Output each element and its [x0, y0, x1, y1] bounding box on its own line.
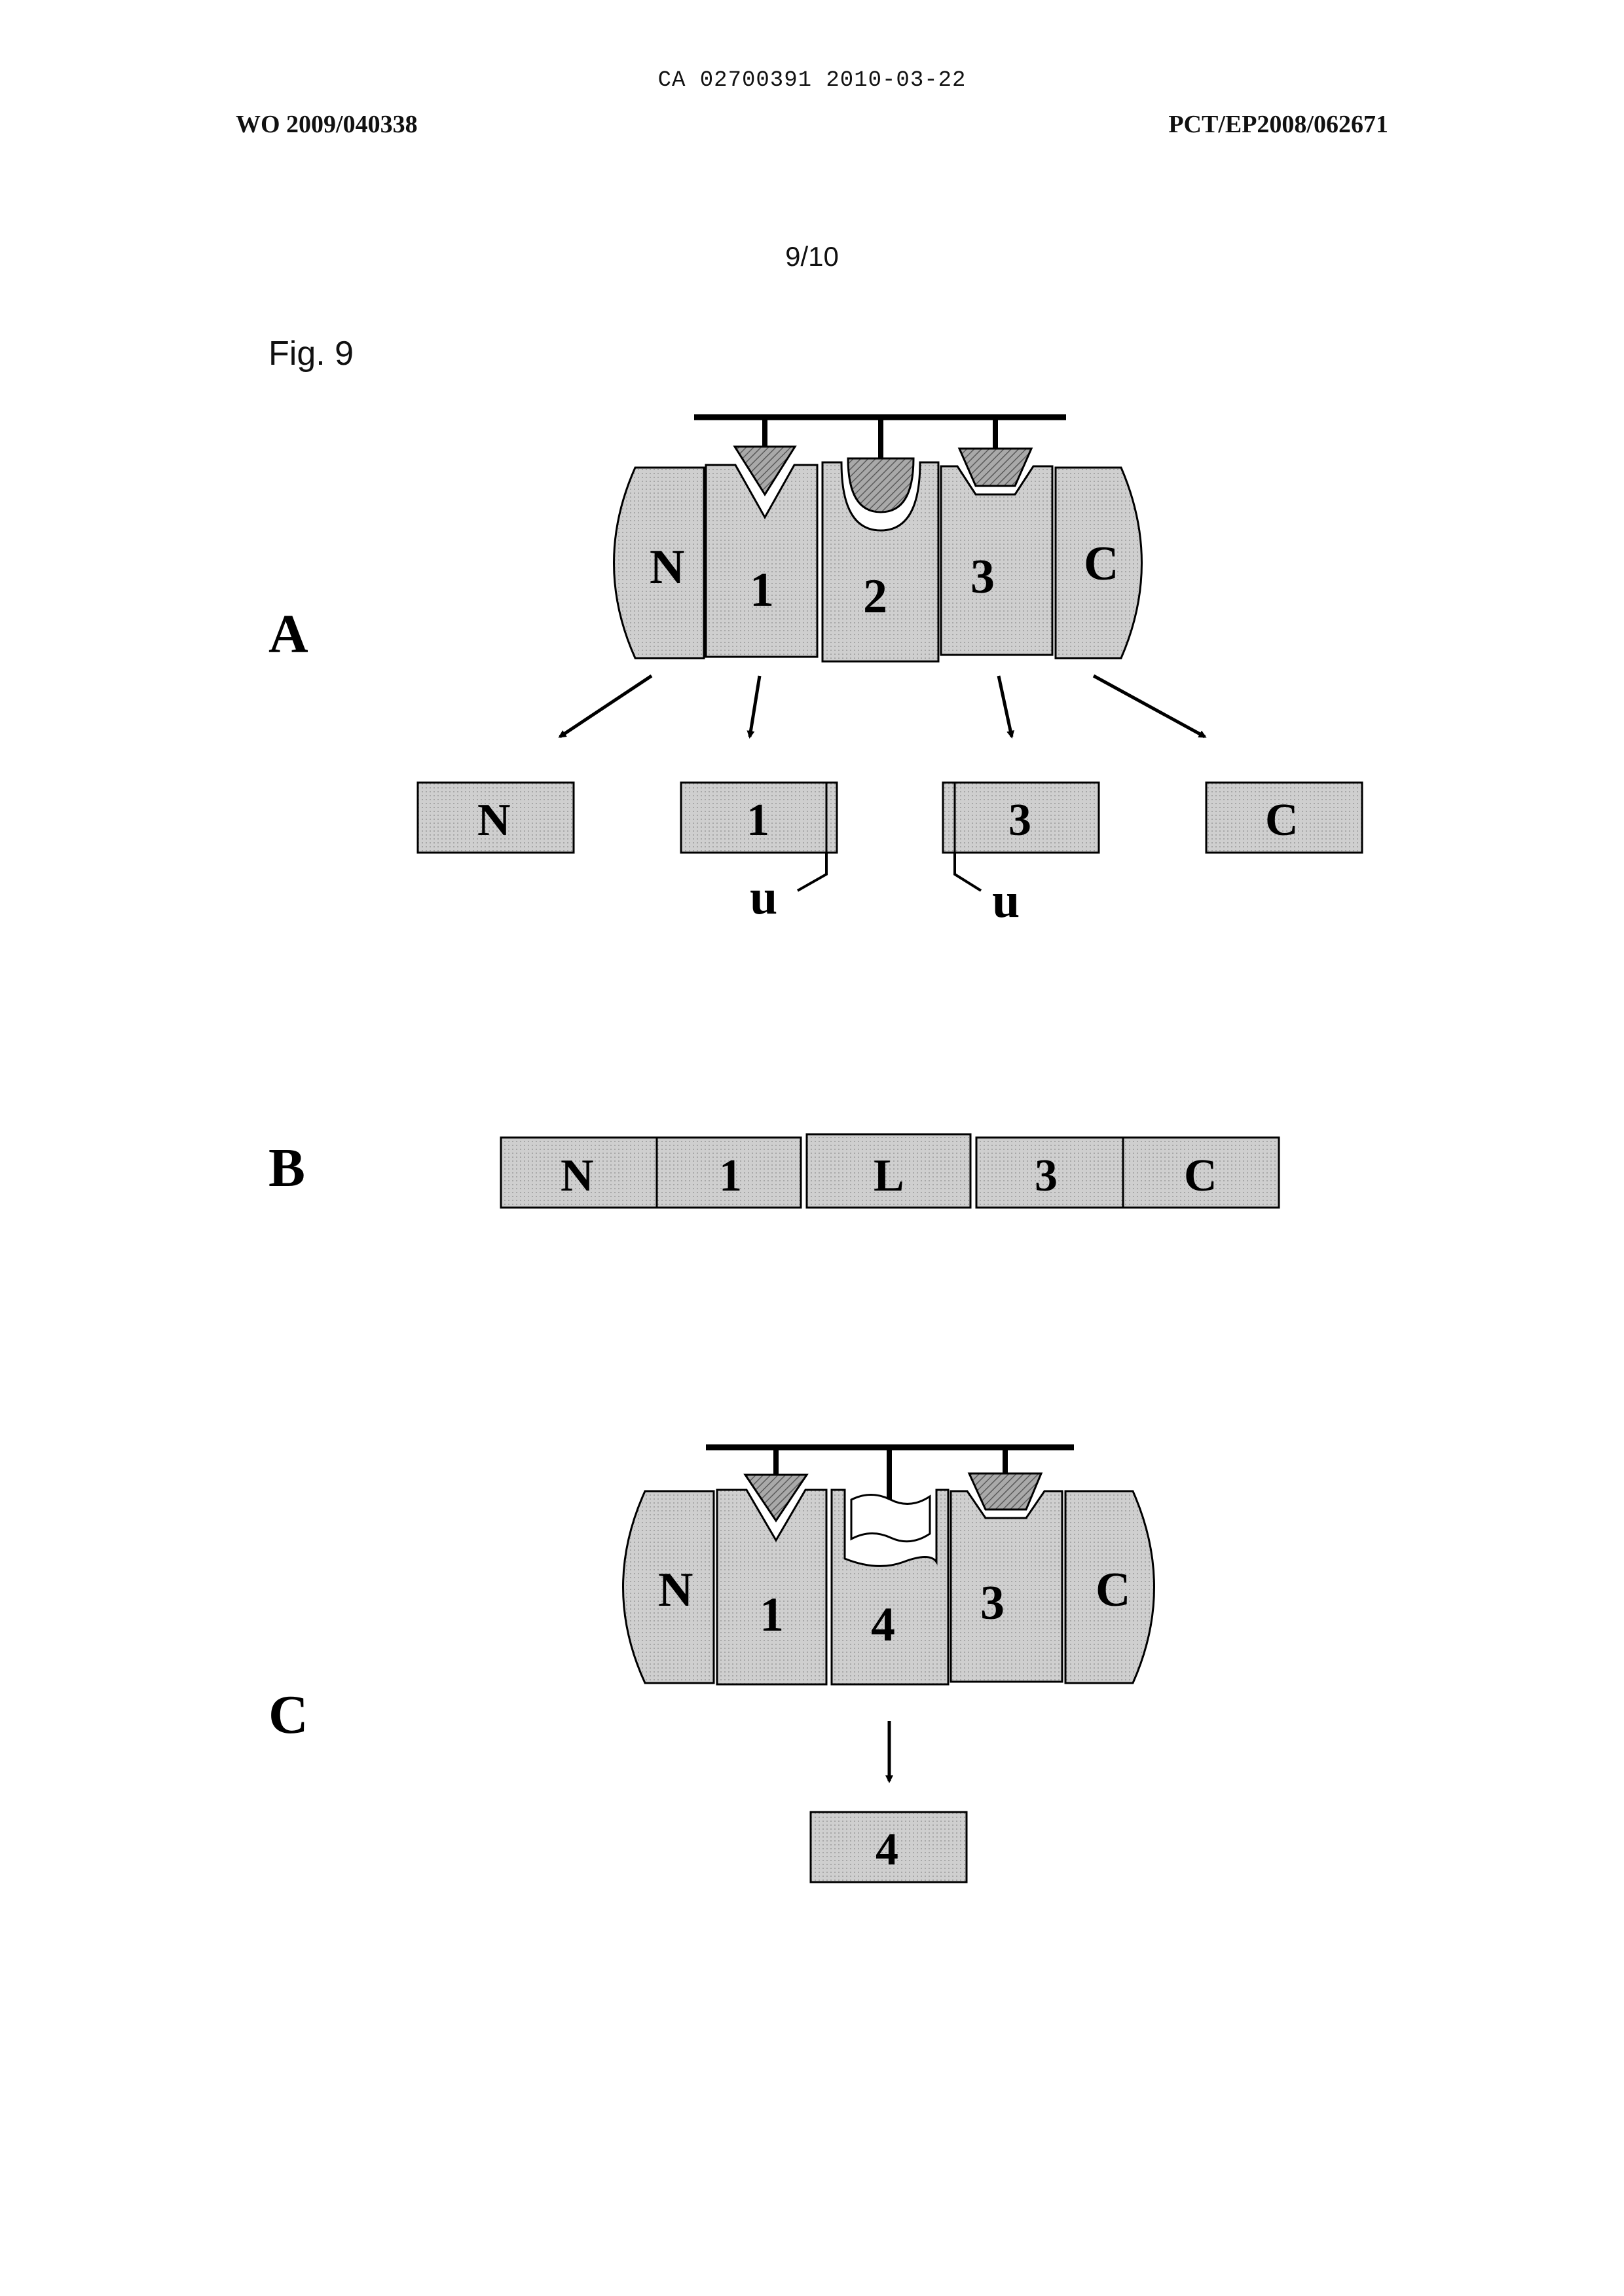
a-arrow-n [560, 676, 652, 737]
a-label-2: 2 [863, 570, 887, 623]
a-label-1: 1 [750, 563, 774, 617]
c-segment-1 [717, 1490, 826, 1684]
c-label-4: 4 [871, 1598, 895, 1652]
a-u-label-1: u [750, 870, 777, 925]
a-fragment-label-n: N [477, 795, 511, 845]
c-label-n: N [658, 1563, 693, 1617]
c-label-1: 1 [760, 1588, 784, 1642]
a-arrow-c [1094, 676, 1205, 737]
b-label-c: C [1184, 1151, 1217, 1201]
a-fragment-label-1: 1 [747, 795, 769, 845]
c-segment-3 [951, 1491, 1062, 1682]
panel-a: N 1 2 3 C N 1 3 C u u [418, 417, 1362, 928]
a-ligand-trapezoid [959, 449, 1031, 486]
a-label-c: C [1084, 537, 1118, 591]
a-u-label-3: u [992, 873, 1020, 928]
a-fragment-label-c: C [1265, 795, 1299, 845]
a-fragment-label-3: 3 [1008, 795, 1031, 845]
a-u-callout-1 [798, 853, 826, 891]
a-ligand-semicircle [848, 458, 913, 512]
c-ligand-wave [851, 1495, 930, 1542]
c-fragment-label-4: 4 [876, 1824, 898, 1875]
a-label-3: 3 [970, 550, 995, 604]
a-segment-3 [941, 466, 1052, 655]
b-label-l: L [874, 1151, 904, 1201]
a-u-callout-3 [955, 853, 981, 891]
c-ligand-trapezoid [969, 1473, 1041, 1509]
a-arrow-1 [750, 676, 760, 737]
c-label-3: 3 [980, 1576, 1005, 1630]
panel-c: N 1 4 3 C 4 [623, 1447, 1154, 1882]
c-label-c: C [1096, 1563, 1130, 1617]
a-arrow-3 [999, 676, 1012, 737]
panel-b: N 1 L 3 C [501, 1134, 1279, 1208]
b-label-1: 1 [719, 1151, 742, 1201]
b-label-3: 3 [1035, 1151, 1058, 1201]
b-label-n: N [561, 1151, 594, 1201]
a-segment-1 [706, 465, 817, 657]
a-label-n: N [650, 540, 684, 594]
